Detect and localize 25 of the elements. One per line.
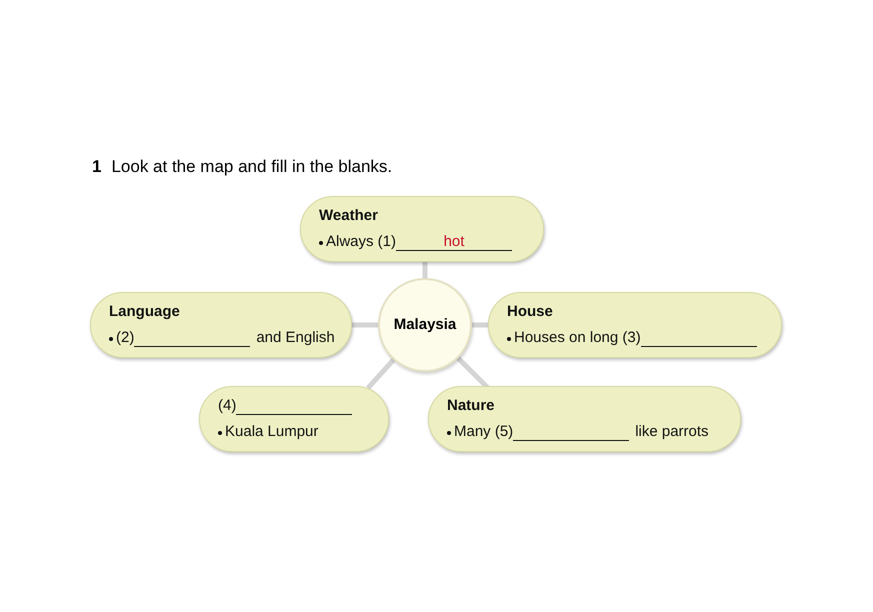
connector-line (422, 262, 428, 278)
topic-pill (199, 386, 389, 452)
topic-text: Many (5) (454, 423, 514, 441)
topic-pill (300, 196, 544, 262)
topic-pill (90, 292, 352, 358)
topic-text: Houses on long (3) (514, 329, 641, 347)
topic-heading: Nature (447, 397, 495, 415)
center-label: Malaysia (394, 314, 456, 335)
topic-text: Always (1) (326, 233, 396, 251)
topic-pill (428, 386, 741, 452)
topic-heading: Language (109, 303, 180, 321)
connector-line (366, 358, 396, 390)
instruction-text: Look at the map and fill in the blanks. (111, 156, 392, 178)
topic-text: (4) (218, 397, 236, 415)
topic-text: like parrots (635, 423, 709, 441)
topic-text: Kuala Lumpur (225, 423, 318, 441)
topic-text: (2) (116, 329, 134, 347)
topic-heading: Weather (319, 207, 378, 225)
topic-text: and English (256, 329, 335, 347)
connector-line (352, 322, 378, 328)
connector-line (472, 322, 488, 328)
topic-heading: House (507, 303, 553, 321)
question-number: 1 (92, 156, 102, 178)
topic-pill (488, 292, 782, 358)
fill-in-line: hot (396, 233, 512, 251)
